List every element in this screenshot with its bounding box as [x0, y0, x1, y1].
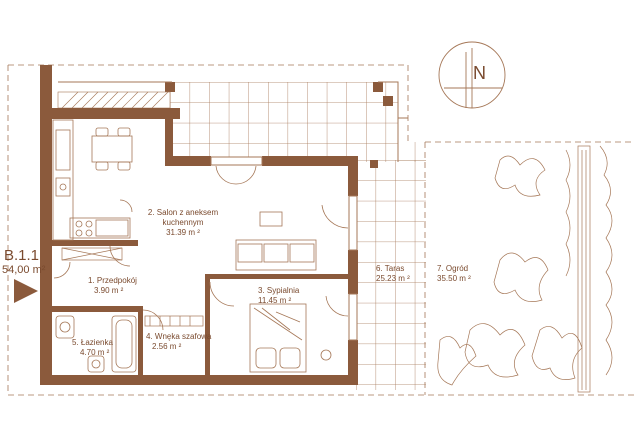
- unit-area: 54,00 m²: [2, 264, 46, 276]
- room-6-name: 6. Taras: [376, 264, 405, 273]
- room-label-przedpokoj: 1. Przedpokój 3.90 m ²: [88, 276, 137, 296]
- pillar-ne: [373, 82, 383, 92]
- kitchen-counter: [52, 119, 131, 241]
- room-label-taras: 6. Taras 25.23 m ²: [376, 264, 410, 284]
- room-2-name-line2: kuchennym: [162, 218, 204, 227]
- hall-storage: [61, 247, 123, 261]
- unit-code: B.1.1: [4, 247, 40, 264]
- room-1-area: 3.90 m ²: [94, 286, 124, 295]
- room-3-name: 3. Sypialnia: [258, 286, 300, 295]
- bathroom-fixtures: [55, 315, 137, 373]
- room-2-area: 31.39 m ²: [166, 228, 200, 237]
- room-4-area: 2.56 m ²: [152, 342, 182, 351]
- room-label-salon: 2. Salon z aneksem kuchennym 31.39 m ²: [138, 208, 228, 238]
- dining-table: [91, 127, 133, 171]
- room-label-wneka: 4. Wnęka szafowa 2.56 m ²: [146, 332, 211, 352]
- room-3-area: 11.45 m ²: [258, 296, 292, 305]
- room-label-ogrod: 7. Ogród 35.50 m ²: [437, 264, 471, 284]
- unit-pointer-icon: [14, 279, 38, 303]
- pillar-se: [370, 160, 378, 168]
- room-7-name: 7. Ogród: [437, 264, 469, 273]
- room-5-name: 5. Łazienka: [72, 338, 113, 347]
- exterior-walls: [40, 65, 358, 385]
- room-1-name: 1. Przedpokój: [88, 276, 137, 285]
- wardrobe: [144, 315, 204, 327]
- interior-walls: [52, 240, 348, 376]
- garden-trees: [437, 145, 613, 393]
- room-label-lazienka: 5. Łazienka 4.70 m ²: [72, 338, 113, 358]
- bed: [249, 303, 332, 373]
- east-terrace-paving: [356, 160, 426, 390]
- compass-letter: N: [473, 63, 486, 83]
- room-2-name-line1: 2. Salon z aneksem: [147, 208, 219, 217]
- room-label-sypialnia: 3. Sypialnia 11.45 m ²: [258, 286, 299, 306]
- compass-icon: [438, 41, 506, 109]
- room-6-area: 25.23 m ²: [376, 274, 410, 283]
- balcony-hatch: [57, 91, 171, 109]
- north-terrace-paving: [170, 82, 398, 162]
- pillar-nw: [165, 82, 175, 92]
- room-7-area: 35.50 m ²: [437, 274, 471, 283]
- sofa: [235, 211, 317, 271]
- room-5-area: 4.70 m ²: [80, 348, 110, 357]
- room-4-name: 4. Wnęka szafowa: [146, 332, 212, 341]
- pillar-e: [383, 96, 393, 106]
- windows: [210, 156, 358, 341]
